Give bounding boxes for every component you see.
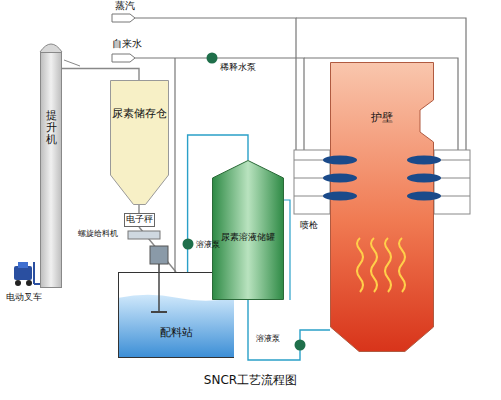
node-text: 电子秤 — [126, 214, 153, 224]
solution-pump — [183, 239, 194, 250]
pipe-connector — [248, 300, 330, 360]
node-text: 尿素溶液储罐 — [221, 232, 275, 242]
bucket-elevator-outline — [40, 52, 62, 288]
node-text: 提升机 — [46, 110, 57, 146]
heat-waves — [357, 238, 405, 292]
water-label: 自来水 — [112, 38, 142, 50]
electronic-scale: 电子秤 — [124, 213, 155, 227]
solution-tank-outline — [212, 160, 284, 300]
bucket-elevator: 提升机 — [40, 52, 62, 288]
elevator-head — [40, 44, 62, 52]
steam-label: 蒸汽 — [115, 0, 135, 12]
solution-tank: 尿素溶液储罐 — [212, 160, 284, 300]
pipe-connector — [138, 205, 139, 213]
water-inlet-tag — [112, 54, 135, 62]
forklift-icon — [14, 262, 42, 286]
pump-label: 溶液泵 — [256, 334, 280, 343]
pump-label: 溶液泵 — [196, 240, 220, 249]
screw-feeder — [128, 231, 160, 239]
steam-inlet-tag — [112, 14, 135, 22]
pipe-connector — [62, 69, 139, 81]
forklift-label: 电动叉车 — [6, 292, 42, 302]
node-text: 配料站 — [160, 327, 193, 340]
urea-silo: 尿素储存仓 — [110, 80, 169, 205]
gun-label: 喷枪 — [300, 220, 318, 230]
furnace: 护壁 — [330, 62, 434, 352]
feeder-label: 螺旋给料机 — [78, 229, 118, 238]
mixer — [150, 246, 168, 312]
spray-guns — [323, 156, 441, 201]
urea-silo-outline — [110, 80, 169, 205]
node-text: 尿素储存仓 — [112, 108, 167, 121]
solution-pump — [295, 340, 306, 351]
node-text: 护壁 — [371, 112, 393, 125]
return-pipe — [284, 200, 290, 300]
water-pipe — [174, 58, 175, 272]
pump-label: 稀释水泵 — [220, 62, 256, 72]
furnace-outline — [330, 62, 434, 352]
dilution-pump — [207, 53, 218, 64]
caption: SNCR工艺流程图 — [0, 374, 501, 388]
elevator-chute — [64, 60, 80, 66]
